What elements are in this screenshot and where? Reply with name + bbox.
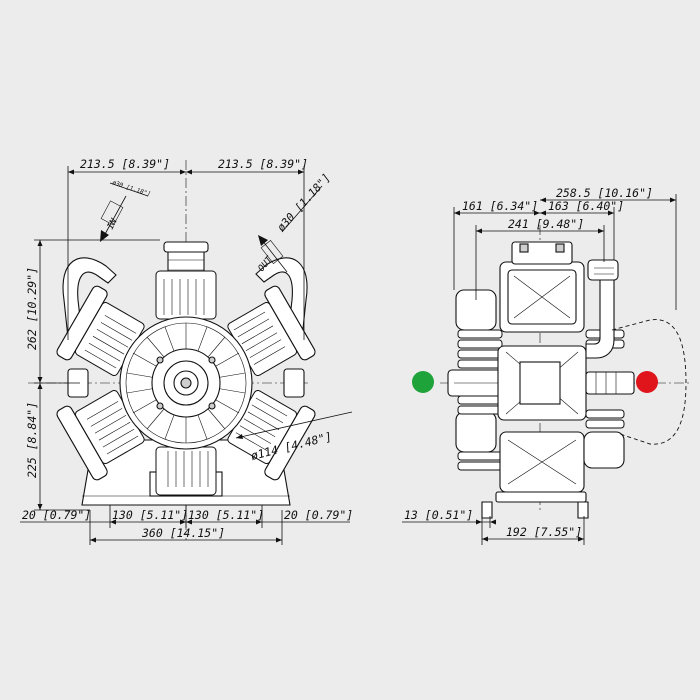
head-width-label: 241 [9.48"] xyxy=(508,217,584,231)
side-bottom-dimensions xyxy=(402,516,585,545)
top-width-dimensions xyxy=(67,166,305,340)
side-foot xyxy=(481,501,589,519)
inlet-label: IN xyxy=(106,217,120,232)
depth-left-label: 161 [6.34"] xyxy=(462,199,538,213)
height-upper-label: 262 [10.29"] xyxy=(25,267,39,350)
indicator-left xyxy=(412,371,434,393)
outlet-arrow xyxy=(258,235,288,273)
base-total-label: 360 [14.15"] xyxy=(141,526,225,540)
base-right-half-label: 130 [5.11"] xyxy=(188,508,264,522)
width-left-label: 213.5 [8.39"] xyxy=(80,157,170,171)
base-dimensions xyxy=(20,505,350,545)
base-right-margin-label: 20 [0.79"] xyxy=(284,508,353,522)
height-lower-label: 225 [8.84"] xyxy=(25,402,39,478)
front-view: 213.5 [8.39"] 213.5 [8.39"] ø30 [1.18"] … xyxy=(20,157,353,545)
inlet-arrow xyxy=(100,195,127,242)
central-housing xyxy=(119,316,253,450)
side-outlet-pipe xyxy=(585,259,619,359)
depth-total-label: 258.5 [10.16"] xyxy=(556,186,653,200)
foot-offset-label: 13 [0.51"] xyxy=(404,508,473,522)
side-top-dimensions xyxy=(453,194,677,310)
height-dimensions xyxy=(34,239,160,511)
base-left-half-label: 130 [5.11"] xyxy=(112,508,188,522)
depth-right-label: 163 [6.40"] xyxy=(548,199,624,213)
foot-spacing-label: 192 [7.55"] xyxy=(506,525,582,539)
indicator-right xyxy=(636,371,658,393)
side-dashed-outline xyxy=(611,319,687,445)
side-front-heads xyxy=(583,329,635,469)
base-left-margin-label: 20 [0.79"] xyxy=(22,508,91,522)
width-right-label: 213.5 [8.39"] xyxy=(218,157,308,171)
side-rear-heads xyxy=(447,289,507,471)
side-main-head xyxy=(495,241,587,503)
side-view: 258.5 [10.16"] 161 [6.34"] 163 [6.40"] 2… xyxy=(402,186,690,545)
